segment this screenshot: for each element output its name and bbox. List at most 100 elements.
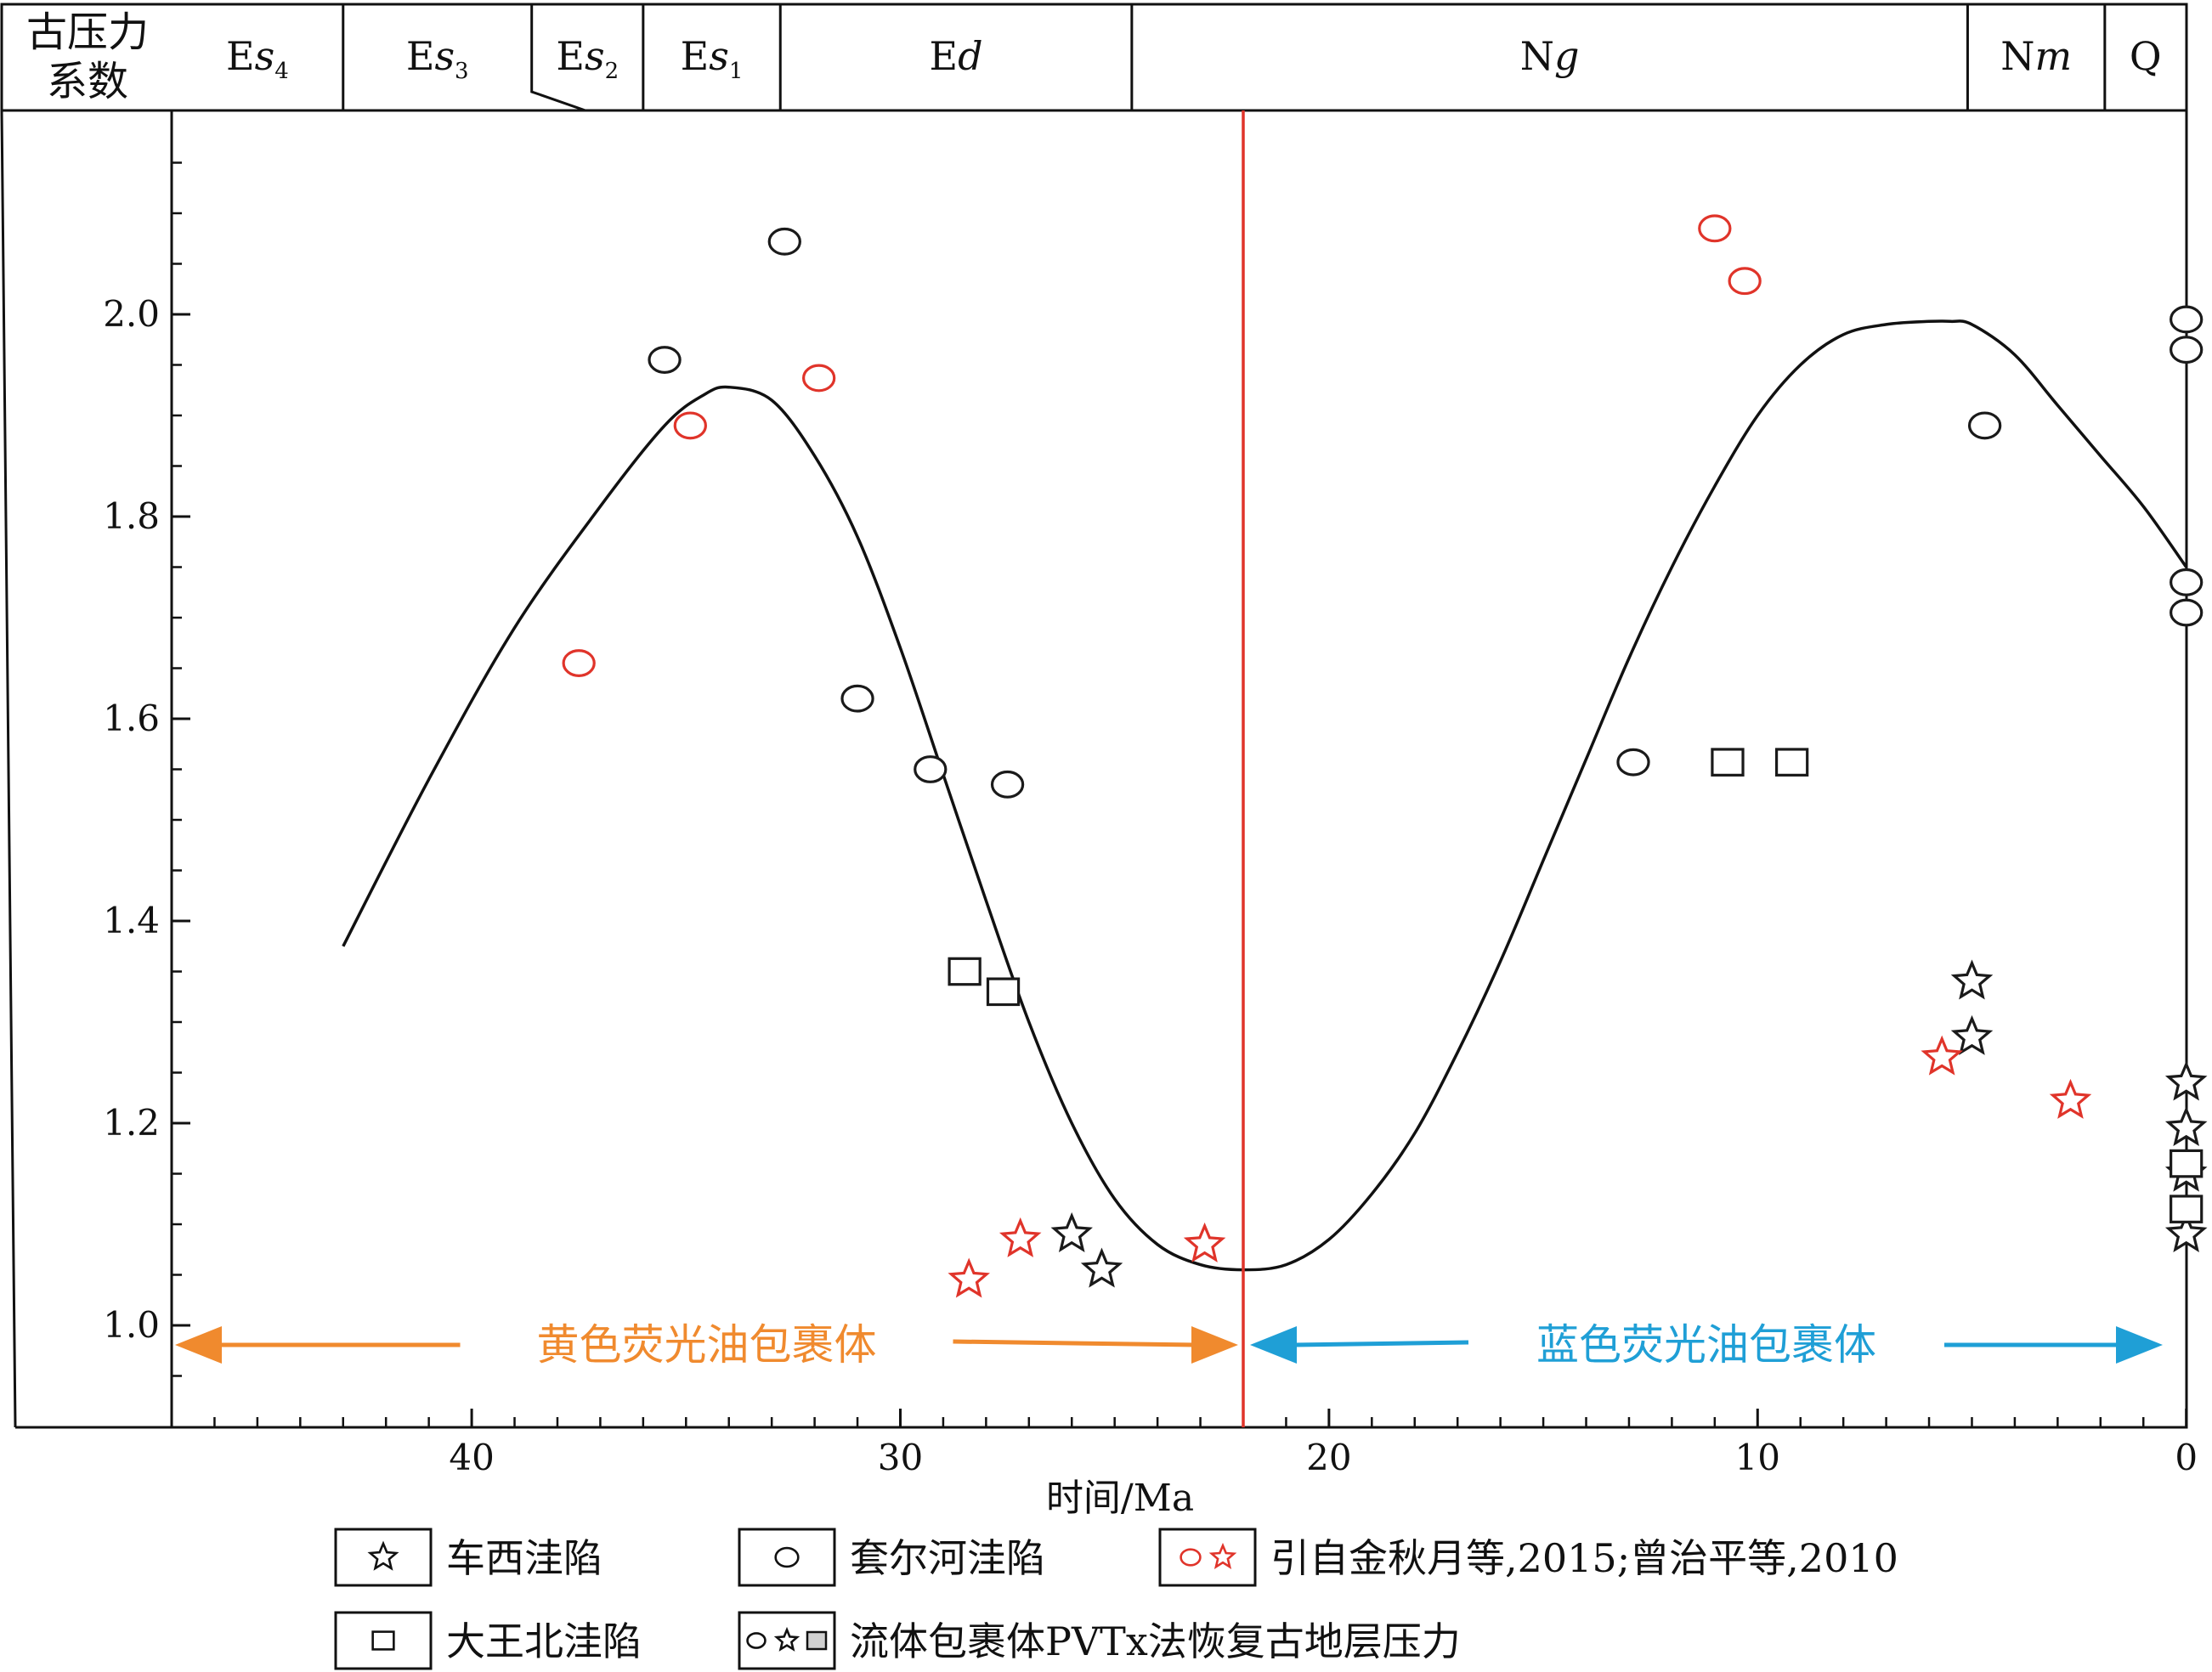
strat-label-italic: s <box>585 33 605 79</box>
data-point-circle <box>914 755 948 783</box>
strat-label-letter: Q <box>2130 33 2162 79</box>
legend-label: 流体包裹体PVTx法恢复古地层压力 <box>850 1618 1461 1664</box>
legend-circle <box>746 1632 767 1649</box>
strat-label-italic: m <box>2034 33 2072 79</box>
strat-label: Es2 <box>556 33 619 84</box>
strat-label-sub: 2 <box>605 59 619 84</box>
chart-frame <box>0 3 2188 1429</box>
legend-square <box>371 1630 395 1651</box>
data-point-circle <box>840 684 874 713</box>
legend-swatch-box <box>1158 1528 1257 1587</box>
strat-label: Es3 <box>406 33 469 84</box>
data-point-star <box>2049 1078 2092 1119</box>
data-point-star <box>2164 1105 2208 1146</box>
strat-label-italic: s <box>255 33 275 79</box>
trend-curve <box>342 319 2188 1272</box>
arrow-label: 蓝色荧光油包裹体 <box>1536 1320 1876 1370</box>
data-point-circle <box>990 770 1025 799</box>
arrow-head-left <box>175 1326 222 1364</box>
data-markers <box>562 214 2208 1298</box>
y-tick-label: 2.0 <box>103 293 160 335</box>
x-tick-label: 10 <box>1735 1437 1780 1478</box>
data-point-square <box>948 957 982 986</box>
data-point-circle <box>673 411 707 440</box>
left-panel-edge <box>0 4 17 1428</box>
data-point-square <box>1774 748 1809 777</box>
strat-label-italic: g <box>1554 33 1579 79</box>
strat-label: Nm <box>2000 33 2072 79</box>
data-point-square <box>986 977 1021 1007</box>
strat-label-italic: d <box>958 33 982 79</box>
strat-label-letter: N <box>2000 33 2034 79</box>
data-point-star <box>2164 1212 2208 1252</box>
data-point-circle <box>2170 598 2204 627</box>
data-point-circle <box>1698 214 1732 243</box>
y-axis-label-line2: 系数 <box>47 58 128 105</box>
strat-label-letter: E <box>226 33 255 79</box>
legend-circle <box>1180 1548 1202 1567</box>
data-point-star <box>948 1257 990 1298</box>
strat-label-letter: E <box>556 33 585 79</box>
strat-label: Ed <box>930 33 983 79</box>
data-point-circle <box>1616 748 1650 777</box>
data-point-circle <box>767 227 801 256</box>
data-point-circle <box>1728 267 1762 296</box>
legend: 车西洼陷套尔河洼陷引自金秋月等,2015;曾治平等,2010大王北洼陷流体包裹体… <box>334 1528 1898 1670</box>
arrow-head-left <box>1250 1326 1297 1364</box>
plot-border <box>170 109 2188 1429</box>
legend-label: 引自金秋月等,2015;曾治平等,2010 <box>1270 1535 1898 1581</box>
strat-label-sub: 3 <box>455 59 469 84</box>
strat-label-letter: E <box>681 33 710 79</box>
legend-label: 大王北洼陷 <box>446 1618 642 1664</box>
strat-label-letter: E <box>930 33 959 79</box>
header-border <box>0 3 2188 112</box>
data-point-circle <box>2170 568 2204 596</box>
x-tick-label: 20 <box>1306 1437 1351 1478</box>
y-tick-label: 1.6 <box>103 698 160 739</box>
data-point-square <box>2170 1149 2204 1178</box>
data-point-circle <box>2170 305 2204 334</box>
x-tick-label: 0 <box>2175 1437 2198 1478</box>
data-point-star <box>999 1217 1042 1257</box>
arrow-shaft <box>953 1339 1197 1347</box>
legend-star <box>773 1626 801 1652</box>
strat-label-letter: E <box>406 33 435 79</box>
strat-label-italic: s <box>709 33 729 79</box>
legend-star <box>1208 1542 1237 1569</box>
arrow-head-right <box>1191 1326 1238 1364</box>
data-point-square <box>1711 748 1745 777</box>
strat-label-sub: 1 <box>729 59 744 84</box>
fluorescence-arrows: 黄色荧光油包裹体 蓝色荧光油包裹体 <box>175 1320 2163 1370</box>
strat-label: Es4 <box>226 33 289 84</box>
strat-label-italic: s <box>434 33 455 79</box>
x-tick-label: 40 <box>449 1437 494 1478</box>
strat-label-letter: N <box>1520 33 1554 79</box>
data-point-star <box>1950 1014 1994 1055</box>
arrow-head-right <box>2116 1326 2163 1364</box>
legend-label: 套尔河洼陷 <box>850 1535 1045 1581</box>
strat-label: Es1 <box>681 33 744 84</box>
data-point-star <box>1183 1222 1226 1262</box>
legend-circle <box>774 1546 800 1568</box>
data-point-circle <box>648 346 682 374</box>
data-point-circle <box>2170 336 2204 364</box>
x-axis-label: 时间/Ma <box>1046 1477 1194 1520</box>
y-tick-label: 1.4 <box>103 900 160 941</box>
data-point-circle <box>1967 411 2002 440</box>
trend-curve-layer <box>342 319 2188 1272</box>
strat-divider <box>530 4 586 112</box>
arrow-shaft <box>1292 1340 1469 1347</box>
legend-star <box>367 1540 399 1571</box>
y-tick-label: 1.2 <box>103 1102 160 1144</box>
data-point-star <box>1950 959 1994 1000</box>
y-axis-label-line1: 古压力 <box>26 8 149 56</box>
arrow-label: 黄色荧光油包裹体 <box>537 1320 877 1370</box>
legend-swatch-box <box>334 1528 433 1587</box>
data-point-square <box>2170 1195 2204 1223</box>
y-tick-label: 1.8 <box>103 495 160 537</box>
data-point-star <box>1921 1035 1963 1076</box>
data-point-circle <box>801 364 836 393</box>
